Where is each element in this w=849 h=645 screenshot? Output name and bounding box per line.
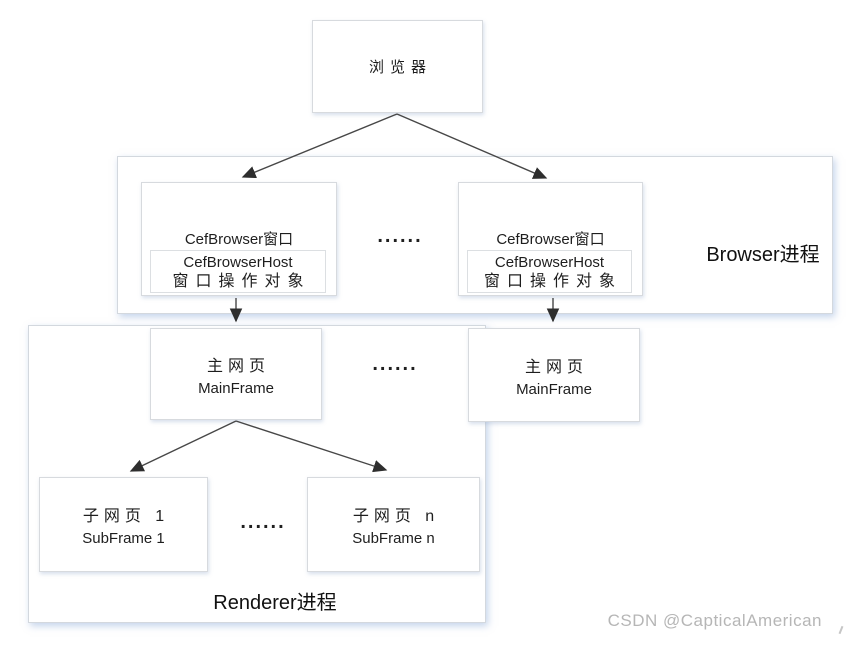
browser-process-label: Browser进程 (706, 244, 820, 266)
mainframe-node-left: 主网页 MainFrame (150, 328, 322, 420)
cefbrowserhost-title: CefBrowserHost (494, 254, 605, 271)
subframe-node-1: 子网页 1 SubFrame 1 (39, 477, 208, 572)
watermark-tick-mark (838, 625, 844, 635)
cefbrowserhost-box: CefBrowserHost 窗口操作对象 (150, 250, 326, 293)
ellipsis-browser-windows: ...... (377, 225, 423, 247)
subframe-title: 子网页 n (352, 508, 440, 525)
cefbrowser-window-node-left: CefBrowser窗口 CefBrowserHost 窗口操作对象 (141, 182, 337, 296)
mainframe-subtitle: MainFrame (516, 380, 592, 398)
watermark-text: CSDN @CapticalAmerican (607, 611, 822, 630)
cefbrowserhost-subtitle: 窗口操作对象 (483, 273, 622, 290)
cefbrowser-window-title: CefBrowser窗口 (496, 231, 605, 248)
mainframe-node-right: 主网页 MainFrame (468, 328, 640, 422)
subframe-node-n: 子网页 n SubFrame n (307, 477, 480, 572)
mainframe-title: 主网页 (524, 358, 588, 376)
subframe-title: 子网页 1 (82, 508, 170, 525)
ellipsis-sub-frames: ...... (240, 511, 286, 533)
cefbrowser-window-node-right: CefBrowser窗口 CefBrowserHost 窗口操作对象 (458, 182, 643, 296)
subframe-subtitle: SubFrame n (352, 530, 435, 547)
browser-root-label: 浏览器 (368, 59, 432, 76)
cefbrowserhost-title: CefBrowserHost (183, 254, 293, 271)
cefbrowserhost-box: CefBrowserHost 窗口操作对象 (467, 250, 632, 293)
ellipsis-main-frames: ...... (372, 353, 418, 375)
renderer-process-label: Renderer进程 (213, 592, 337, 614)
mainframe-title: 主网页 (206, 357, 270, 375)
cefbrowserhost-subtitle: 窗口操作对象 (172, 273, 311, 290)
browser-root-node: 浏览器 (312, 20, 483, 113)
subframe-subtitle: SubFrame 1 (82, 530, 165, 547)
mainframe-subtitle: MainFrame (198, 379, 274, 397)
cefbrowser-window-title: CefBrowser窗口 (184, 231, 294, 248)
